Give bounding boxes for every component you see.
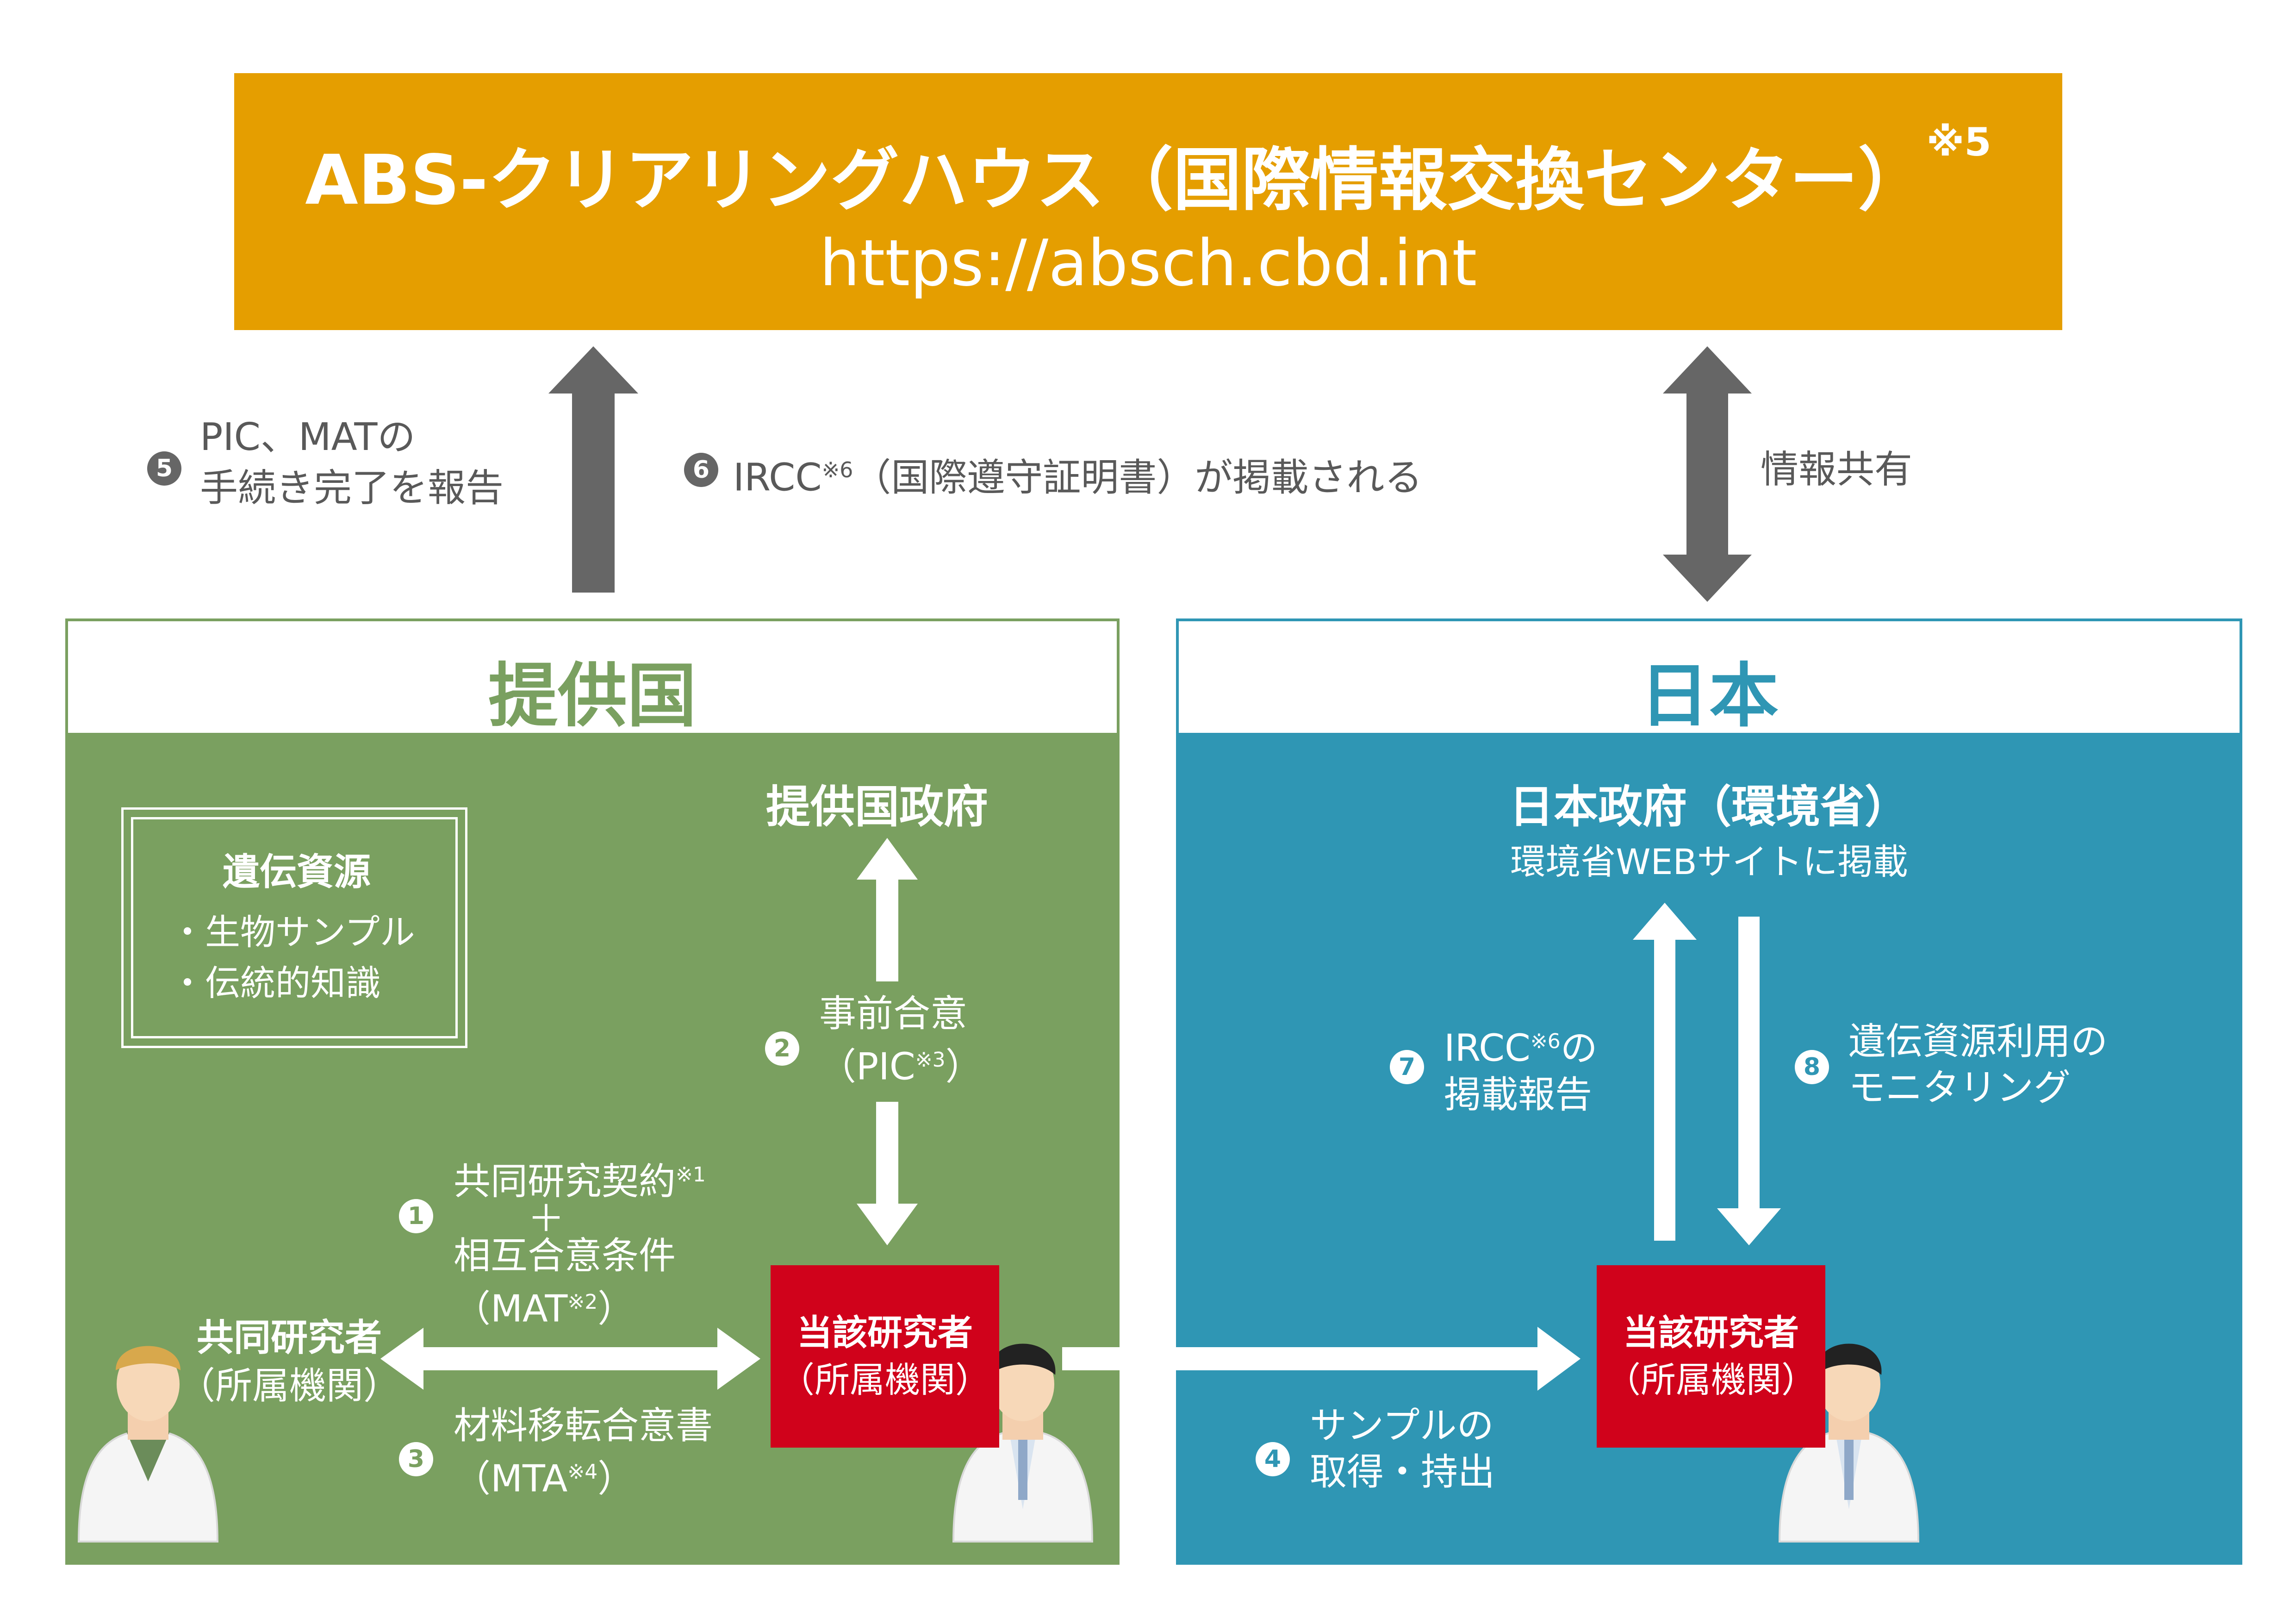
step-4-line1: サンプルの bbox=[1310, 1404, 1494, 1447]
step-2-close: ） bbox=[945, 1045, 983, 1088]
step-7-badge: 7 bbox=[1390, 1050, 1424, 1084]
clearing-house-banner: ABS-クリアリングハウス（国際情報交換センター）※5 https://absc… bbox=[234, 73, 2062, 330]
provider-country-header: 提供国 bbox=[65, 618, 1120, 737]
step-1-plus: ＋ bbox=[528, 1197, 565, 1240]
step-3-label: 材料移転合意書 （MTA※4） bbox=[454, 1403, 713, 1502]
step-1-note: ※1 bbox=[676, 1163, 706, 1187]
step-7-ircc: IRCC bbox=[1444, 1026, 1531, 1070]
step-8-line1: 遺伝資源利用の bbox=[1848, 1020, 2108, 1063]
step-3-mta: （MTA bbox=[454, 1457, 568, 1500]
researcher-avatar-right bbox=[1778, 1343, 1920, 1543]
step-1-mat: （MAT bbox=[454, 1287, 568, 1330]
monitoring-down-arrow bbox=[1717, 917, 1781, 1245]
step-8-badge: 8 bbox=[1795, 1050, 1829, 1084]
step-1-mat-note: ※2 bbox=[567, 1290, 598, 1314]
collaborator-label: 共同研究者 （所属機関） bbox=[178, 1314, 400, 1410]
step-5-badge: 5 bbox=[147, 451, 181, 486]
researcher-right-line2: （所属機関） bbox=[1605, 1359, 1817, 1400]
step-7-note: ※6 bbox=[1530, 1030, 1561, 1053]
clearing-house-title: ABS-クリアリングハウス（国際情報交換センター）※5 bbox=[234, 119, 2062, 224]
step-7-label: IRCC※6の 掲載報告 bbox=[1444, 1018, 1598, 1118]
info-share-label: 情報共有 bbox=[1761, 448, 1913, 492]
step-1-close: ） bbox=[597, 1287, 635, 1330]
step-7-line2: 掲載報告 bbox=[1444, 1073, 1592, 1116]
resource-item-samples: ・生物サンプル bbox=[170, 912, 415, 953]
step-5-line1: PIC、MATの bbox=[200, 415, 416, 459]
japan-government-sub: 環境省WEBサイトに掲載 bbox=[1510, 841, 1908, 882]
step-1-label: 共同研究契約※1 ＋ 相互合意条件 （MAT※2） bbox=[454, 1152, 706, 1332]
collaborator-avatar bbox=[77, 1346, 219, 1543]
step-8-line2: モニタリング bbox=[1848, 1066, 2071, 1109]
step-2-label: 事前合意 （PIC※3） bbox=[819, 991, 983, 1090]
japan-title: 日本 bbox=[1639, 656, 1779, 737]
resource-item-traditional-knowledge: ・伝統的知識 bbox=[170, 962, 381, 1004]
clearing-house-url[interactable]: https://absch.cbd.int bbox=[819, 226, 1477, 300]
agreement-double-arrow bbox=[380, 1328, 760, 1390]
step-4-badge: 4 bbox=[1256, 1442, 1290, 1476]
provider-country-title: 提供国 bbox=[488, 656, 697, 737]
step-2-badge: 2 bbox=[765, 1031, 799, 1066]
step-5-label: PIC、MATの 手続き完了を報告 bbox=[200, 412, 504, 514]
genetic-resources-inner-border bbox=[131, 817, 458, 1038]
step-1-badge: 1 bbox=[399, 1199, 433, 1233]
step-4-label: サンプルの 取得・持出 bbox=[1310, 1403, 1495, 1495]
researcher-right-line1: 当該研究者 bbox=[1623, 1312, 1799, 1353]
sample-transfer-arrow bbox=[1062, 1327, 1580, 1391]
step-6-text: （国際遵守証明書）が掲載される bbox=[853, 456, 1423, 500]
researcher-left-line1: 当該研究者 bbox=[797, 1312, 973, 1353]
pic-up-arrow bbox=[857, 838, 918, 981]
step-6-badge: 6 bbox=[684, 453, 718, 487]
collaborator-line2: （所属機関） bbox=[178, 1364, 400, 1407]
clearing-house-title-text: ABS-クリアリングハウス（国際情報交換センター） bbox=[305, 140, 1927, 220]
step-2-pic: （PIC bbox=[819, 1045, 915, 1088]
step-3-close: ） bbox=[597, 1457, 635, 1500]
step-2-line1: 事前合意 bbox=[819, 992, 967, 1035]
japan-header: 日本 bbox=[1176, 618, 2242, 737]
pic-down-arrow bbox=[857, 1102, 918, 1245]
japan-government: 日本政府（環境省） bbox=[1509, 781, 1909, 833]
step-6-ircc: IRCC bbox=[733, 456, 822, 500]
step-3-badge: 3 bbox=[399, 1442, 433, 1476]
collaborator-line1: 共同研究者 bbox=[197, 1316, 382, 1359]
step-8-label: 遺伝資源利用の モニタリング bbox=[1848, 1018, 2108, 1111]
report-up-arrow bbox=[548, 346, 638, 593]
step-3-line1: 材料移転合意書 bbox=[454, 1404, 713, 1447]
genetic-resources-list: ・生物サンプル ・伝統的知識 bbox=[170, 907, 415, 1009]
genetic-resources-box: 遺伝資源 ・生物サンプル ・伝統的知識 bbox=[121, 807, 467, 1048]
info-share-double-arrow bbox=[1663, 346, 1752, 602]
step-6-note: ※6 bbox=[821, 457, 853, 482]
step-4-line2: 取得・持出 bbox=[1310, 1450, 1495, 1493]
provider-government: 提供国政府 bbox=[766, 781, 988, 833]
step-3-note: ※4 bbox=[567, 1460, 598, 1484]
step-1-line1: 共同研究契約 bbox=[454, 1160, 676, 1203]
step-1-line2: 相互合意条件 bbox=[454, 1234, 676, 1277]
researcher-left-line2: （所属機関） bbox=[779, 1359, 990, 1400]
step-2-note: ※3 bbox=[915, 1048, 946, 1072]
step-7-no: の bbox=[1560, 1026, 1598, 1070]
clearing-house-note: ※5 bbox=[1926, 119, 1991, 165]
step-5-line2: 手続き完了を報告 bbox=[200, 466, 504, 510]
researcher-box-left: 当該研究者 （所属機関） bbox=[771, 1265, 999, 1448]
genetic-resources-title: 遺伝資源 bbox=[223, 850, 371, 893]
ircc-report-up-arrow bbox=[1633, 903, 1697, 1241]
step-6-label: IRCC※6（国際遵守証明書）が掲載される bbox=[733, 444, 1422, 503]
researcher-box-right: 当該研究者 （所属機関） bbox=[1597, 1265, 1825, 1448]
researcher-avatar-left bbox=[952, 1343, 1094, 1543]
